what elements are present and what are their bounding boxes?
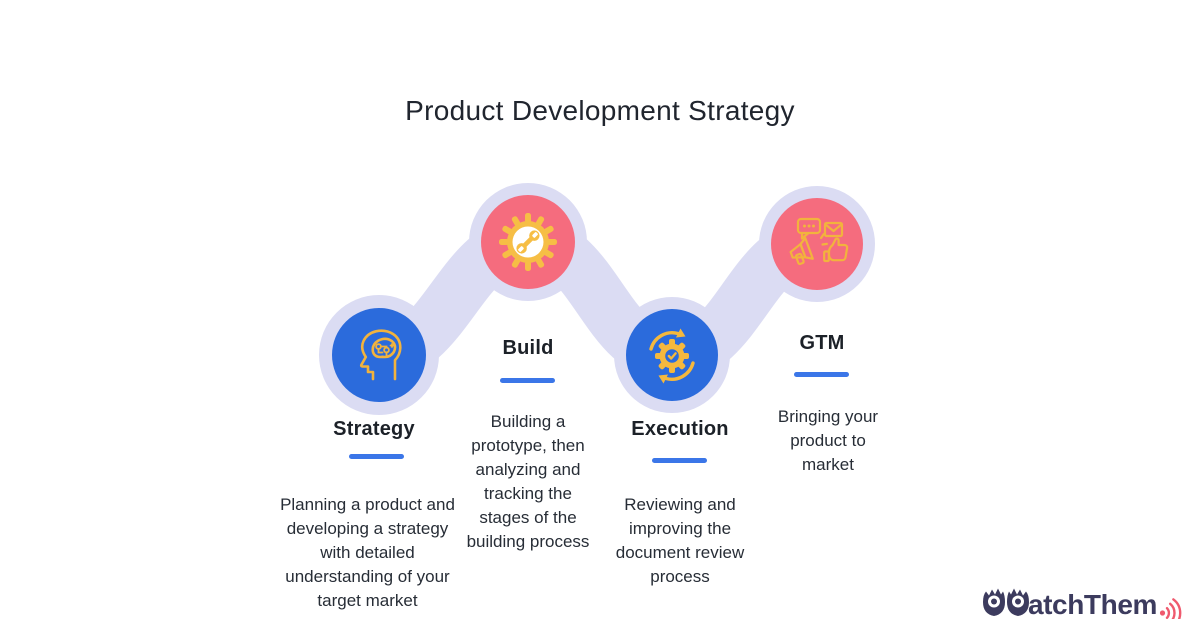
stage-label-strategy: Strategy	[333, 418, 415, 440]
stage-description-execution: Reviewing and improving the document rev…	[615, 495, 745, 586]
head-brain-icon	[359, 329, 402, 381]
stage-label-gtm: GTM	[799, 332, 845, 354]
logo-wordmark: atchThem	[1027, 589, 1157, 620]
stage-description-strategy: Planning a product and developing a stra…	[280, 495, 455, 610]
stage-underline-execution	[652, 458, 707, 463]
megaphone-promotion-icon	[789, 217, 849, 266]
watchthem-logo: atchThem	[981, 586, 1184, 620]
stage-underline-gtm	[794, 372, 849, 377]
stage-underline-build	[500, 378, 555, 383]
gear-cycle-icon	[649, 328, 695, 384]
stage-label-execution: Execution	[631, 418, 729, 440]
stage-underline-strategy	[349, 454, 404, 459]
strategy-circle	[332, 308, 426, 402]
gtm-circle	[771, 198, 863, 290]
owl-eyes-icon	[982, 588, 1029, 616]
page-title: Product Development Strategy	[405, 95, 795, 126]
stage-description-gtm: Bringing your product to market	[777, 407, 879, 474]
stage-label-build: Build	[502, 337, 554, 359]
signal-waves-icon	[1159, 598, 1182, 619]
gear-wrench-icon	[499, 213, 557, 271]
stage-description-build: Building a prototype, then analyzing and…	[466, 412, 590, 551]
